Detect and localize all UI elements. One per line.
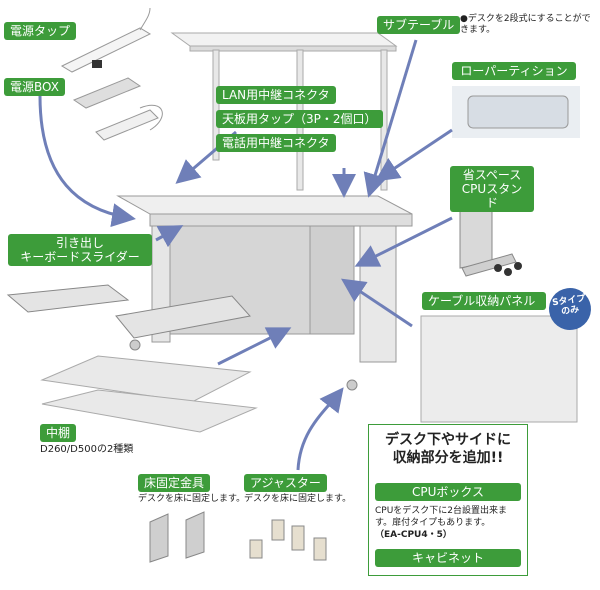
- label-low-partition: ローパーティション: [452, 62, 576, 80]
- cpu-stand-image: [459, 195, 522, 277]
- label-top-tap: 天板用タップ（3P・2個口）: [216, 110, 383, 128]
- label-floor-bracket: 床固定金具: [138, 474, 211, 492]
- desk: [116, 195, 413, 391]
- label-cpu-box: CPUボックス: [375, 483, 521, 501]
- power-tap-image: [60, 7, 152, 73]
- floor-bracket-image: [149, 511, 205, 563]
- label-middle-shelf: 中棚: [40, 424, 77, 442]
- label-adjuster: アジャスター: [244, 474, 327, 492]
- label-lan-connector: LAN用中継コネクタ: [216, 86, 336, 104]
- adjuster-note: デスクを床に固定します。: [244, 494, 352, 504]
- label-sub-table: サブテーブル: [377, 16, 461, 34]
- middle-shelf-image: [40, 355, 258, 433]
- middle-shelf-note: D260/D500の2種類: [40, 444, 134, 455]
- cpu-box-note: CPUをデスク下に2台設置出来ます。扉付タイプもあります。 （EA-CPU4・5…: [375, 505, 523, 541]
- label-power-tap: 電源タップ: [4, 22, 77, 40]
- label-phone-connector: 電話用中継コネクタ: [216, 134, 336, 152]
- label-cabinet: キャビネット: [375, 549, 521, 567]
- storage-panel-heading: デスク下やサイドに 収納部分を追加!!: [385, 432, 511, 466]
- sub-table-note: ●デスクを2段式にすることができます。: [460, 14, 591, 35]
- power-box-image: [72, 77, 163, 141]
- floor-bracket-note: デスクを床に固定します。: [138, 494, 246, 504]
- cpu-box-model: （EA-CPU4・5）: [375, 530, 452, 540]
- keyboard-slider-image: [6, 284, 251, 339]
- label-keyboard-slider: 引き出し キーボードスライダー: [8, 234, 152, 266]
- storage-panel: デスク下やサイドに 収納部分を追加!! CPUボックス CPUをデスク下に2台設…: [368, 424, 528, 576]
- label-cable-panel: ケーブル収納パネル: [422, 292, 546, 310]
- label-power-box: 電源BOX: [4, 78, 65, 96]
- adjuster-image: [249, 519, 327, 561]
- label-cpu-stand: 省スペース CPUスタンド: [450, 166, 534, 212]
- cable-panel-image: [420, 315, 578, 423]
- low-partition-image: [452, 86, 580, 138]
